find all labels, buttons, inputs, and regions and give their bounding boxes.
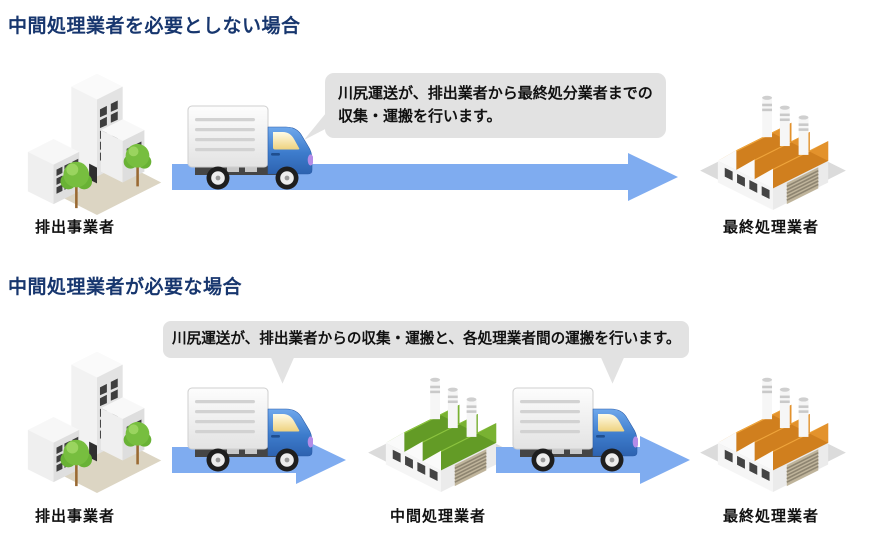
bubble-text-line2: 収集・運搬を行います。 <box>338 108 502 126</box>
entity-label-destination: 最終処理業者 <box>723 219 820 236</box>
bubble-tail <box>601 357 624 384</box>
factory-orange-icon <box>698 84 848 214</box>
factory-green-icon <box>366 366 516 496</box>
section1-title: 中間処理業者を必要としない場合 <box>8 16 301 37</box>
office-building-icon <box>26 58 168 218</box>
entity-label-intermediate: 中間処理業者 <box>390 508 487 525</box>
bubble-text-line1: 川尻運送が、排出業者から最終処分業者までの <box>338 85 653 102</box>
truck-icon <box>187 103 313 193</box>
entity-label-destination: 最終処理業者 <box>723 508 820 525</box>
entity-label-source: 排出事業者 <box>35 219 116 236</box>
speech-bubble: 川尻運送が、排出業者から最終処分業者までの 収集・運搬を行います。 <box>304 73 666 140</box>
speech-bubble: 川尻運送が、排出業者からの収集・運搬と、各処理業者間の運搬を行います。 <box>163 321 690 384</box>
bubble-tail <box>271 357 294 384</box>
truck-icon <box>187 385 313 475</box>
factory-orange-icon <box>698 366 848 496</box>
truck-icon <box>512 385 638 475</box>
office-building-icon <box>26 336 168 496</box>
section2-title: 中間処理業者が必要な場合 <box>8 277 243 298</box>
bubble-text-line1: 川尻運送が、排出業者からの収集・運搬と、各処理業者間の運搬を行います。 <box>172 331 681 347</box>
entity-label-source: 排出事業者 <box>35 508 116 525</box>
